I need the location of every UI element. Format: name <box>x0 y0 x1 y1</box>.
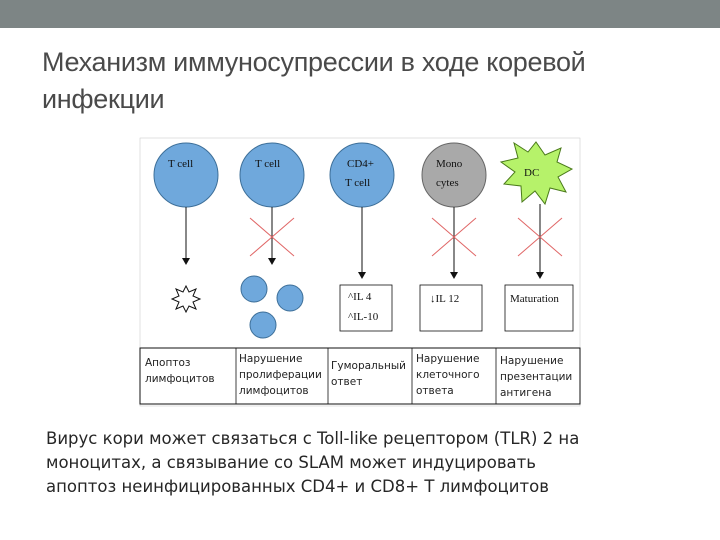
cross-mark-4 <box>431 217 477 257</box>
il4-label: ^IL 4 <box>348 291 372 303</box>
il10-label: ^IL-10 <box>348 311 379 323</box>
label-2-line-1: Нарушение <box>239 353 302 365</box>
caption-line-1: Вирус кори может связаться с Toll-like р… <box>46 429 580 448</box>
t-cell-2-label: T cell <box>255 158 280 170</box>
monocyte-cell: Mono cytes <box>421 142 487 208</box>
il12-label: ↓IL 12 <box>430 293 459 305</box>
maturation-label: Maturation <box>510 293 559 305</box>
diagram-frame <box>139 137 581 407</box>
caption-line-2: моноцитах, а связывание со SLAM может ин… <box>46 453 536 472</box>
cd4-cell-label-1: CD4+ <box>347 158 374 170</box>
dendritic-cell: DC <box>499 141 574 206</box>
title-line-1: Механизм иммуносупрессии в ходе коревой <box>42 47 586 77</box>
t-cell-1-label: T cell <box>168 158 193 170</box>
maturation-box: Maturation <box>504 284 574 332</box>
label-3-line-2: ответ <box>331 376 362 388</box>
label-5-line-1: Нарушение <box>500 355 563 367</box>
label-4-line-1: Нарушение <box>416 353 479 365</box>
cross-mark-2 <box>249 217 295 257</box>
il4-il10-box: ^IL 4 ^IL-10 <box>339 284 393 332</box>
t-cell-2: T cell <box>239 142 305 208</box>
label-2-line-2: пролиферации <box>239 369 322 381</box>
label-1-line-1: Апоптоз <box>145 357 190 369</box>
label-4-line-3: ответа <box>416 385 454 397</box>
apoptosis-burst-icon <box>170 284 202 314</box>
cd4-t-cell: CD4+ T cell <box>329 142 395 208</box>
label-3-line-1: Гуморальный <box>331 360 406 372</box>
t-cell-1: T cell <box>153 142 219 208</box>
label-4-line-2: клеточного <box>416 369 480 381</box>
slide-title: Механизм иммуносупрессии в ходе коревой … <box>42 44 682 118</box>
effects-table: Апоптоз лимфоцитов Нарушение пролифераци… <box>139 347 581 405</box>
cd4-cell-label-2: T cell <box>345 177 370 189</box>
small-cells-icon <box>240 275 304 339</box>
label-5-line-3: антигена <box>500 387 552 399</box>
monocyte-label-2: cytes <box>436 177 459 189</box>
title-line-2: инфекции <box>42 84 165 114</box>
il12-box: ↓IL 12 <box>419 284 483 332</box>
label-5-line-2: презентации <box>500 371 572 383</box>
label-2-line-3: лимфоцитов <box>239 385 309 397</box>
top-bar <box>0 0 720 28</box>
dc-label: DC <box>524 167 539 179</box>
cross-mark-5 <box>517 217 563 257</box>
label-1-line-2: лимфоцитов <box>145 373 215 385</box>
caption-line-3: апоптоз неинфицированных CD4+ и CD8+ T л… <box>46 477 549 496</box>
slide-caption: Вирус кори может связаться с Toll-like р… <box>46 427 706 499</box>
monocyte-label-1: Mono <box>436 158 463 170</box>
